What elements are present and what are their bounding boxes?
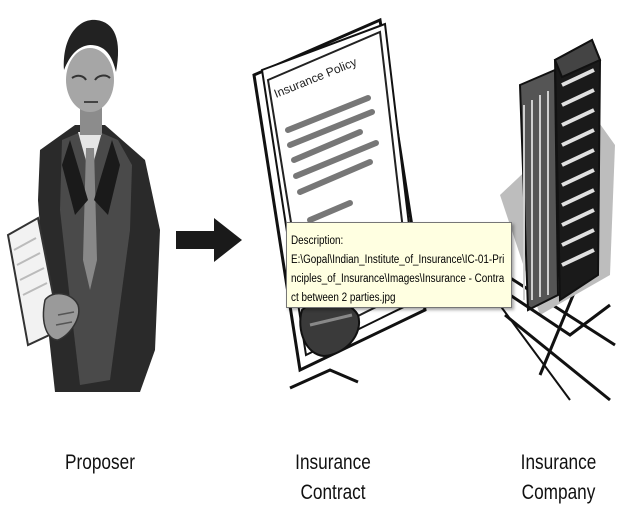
insurance-contract-label-line-1: Insurance [295,451,371,474]
proposer-label: Proposer [65,451,135,474]
businessman-icon [6,19,160,392]
insurance-company-label-line-1: Insurance [520,451,597,474]
tooltip-title: Description: [291,235,344,247]
image-description-tooltip: Description: E:\Gopal\Indian_Institute_o… [286,222,512,308]
insurance-company-label-line-2: Company [521,481,596,504]
tooltip-file-path: E:\Gopal\Indian_Institute_of_Insurance\I… [291,254,505,304]
office-building-icon [484,38,616,402]
insurance-contract-label-line-2: Contract [300,481,366,504]
right-arrow-icon [176,218,242,262]
insurance-policy-document-icon: Insurance Policy [252,17,427,390]
